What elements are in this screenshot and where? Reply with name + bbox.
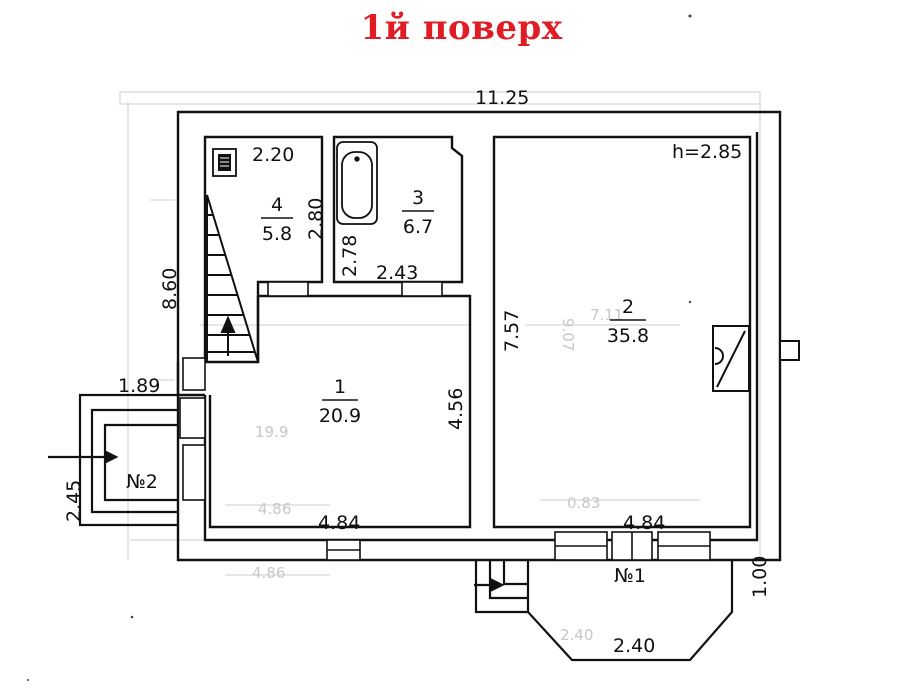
dim-room2-width: 4.84 [623, 512, 665, 534]
dim-porch2-height: 2.45 [63, 480, 85, 522]
windows [179, 281, 711, 561]
dim-room3-width: 2.43 [376, 262, 418, 284]
dim-room1-height: 4.56 [445, 388, 467, 430]
room-3-label: 3 6.7 [402, 187, 434, 238]
dim-room4-width: 2.20 [252, 144, 294, 166]
ceiling-height: h=2.85 [672, 141, 742, 163]
room-1-label: 1 20.9 [319, 376, 361, 427]
chimney [779, 340, 800, 361]
room-2-label: 2 35.8 [607, 296, 649, 347]
dim-left-height: 8.60 [159, 268, 181, 310]
stairs [206, 194, 260, 363]
ghost-numbers: 9.07 7.11 19.9 4.86 0.83 2.40 4.86 [252, 306, 623, 644]
stove-icon [712, 325, 750, 392]
dim-porch1-depth: 1.00 [749, 556, 771, 598]
svg-text:6.7: 6.7 [403, 216, 433, 238]
bathtub-icon [336, 141, 378, 225]
dim-porch1-width: 2.40 [613, 635, 655, 657]
svg-text:9.07: 9.07 [559, 318, 577, 351]
dim-overall-width: 11.25 [475, 87, 529, 109]
svg-text:4.86: 4.86 [258, 500, 291, 518]
walls [176, 110, 782, 562]
dim-porch2-width: 1.89 [118, 375, 160, 397]
svg-text:2: 2 [622, 296, 634, 318]
dim-room4-height: 2.80 [305, 198, 327, 240]
svg-text:35.8: 35.8 [607, 325, 649, 347]
svg-text:7.11: 7.11 [590, 306, 623, 324]
room-4-label: 4 5.8 [261, 194, 293, 245]
porch-2 [48, 393, 178, 527]
window-room3 [401, 281, 443, 297]
dim-room1-width: 4.84 [318, 512, 360, 534]
dim-room2-height: 7.57 [501, 310, 523, 352]
svg-text:19.9: 19.9 [255, 423, 288, 441]
svg-text:2.40: 2.40 [560, 626, 593, 644]
svg-text:20.9: 20.9 [319, 405, 361, 427]
window-room4 [267, 281, 309, 297]
inner-wall [203, 132, 759, 542]
svg-text:3: 3 [412, 187, 424, 209]
room3-wall [332, 135, 464, 284]
svg-text:1: 1 [334, 376, 346, 398]
porch-2-label: №2 [126, 471, 158, 493]
room1-wall [208, 294, 472, 529]
porch-1-label: №1 [614, 565, 646, 587]
porch-1 [474, 560, 734, 662]
plan-title: 1й поверх [360, 8, 563, 48]
window-left-upper [182, 357, 206, 391]
outer-wall [176, 110, 782, 562]
window-left-lower [182, 444, 206, 501]
boiler-icon [212, 148, 237, 177]
svg-text:5.8: 5.8 [262, 223, 292, 245]
door-left [179, 397, 206, 439]
dimension-labels: 11.25 8.60 2.20 2.80 2.78 2.43 7.57 4.56… [63, 87, 771, 657]
svg-text:0.83: 0.83 [567, 494, 600, 512]
svg-text:4.86: 4.86 [252, 564, 285, 582]
svg-text:4: 4 [271, 194, 283, 216]
scan-specks [27, 14, 692, 681]
dim-room3-height: 2.78 [339, 235, 361, 277]
room2-wall [492, 135, 752, 529]
room-labels: 1 20.9 2 35.8 3 6.7 4 5.8 [261, 187, 649, 427]
